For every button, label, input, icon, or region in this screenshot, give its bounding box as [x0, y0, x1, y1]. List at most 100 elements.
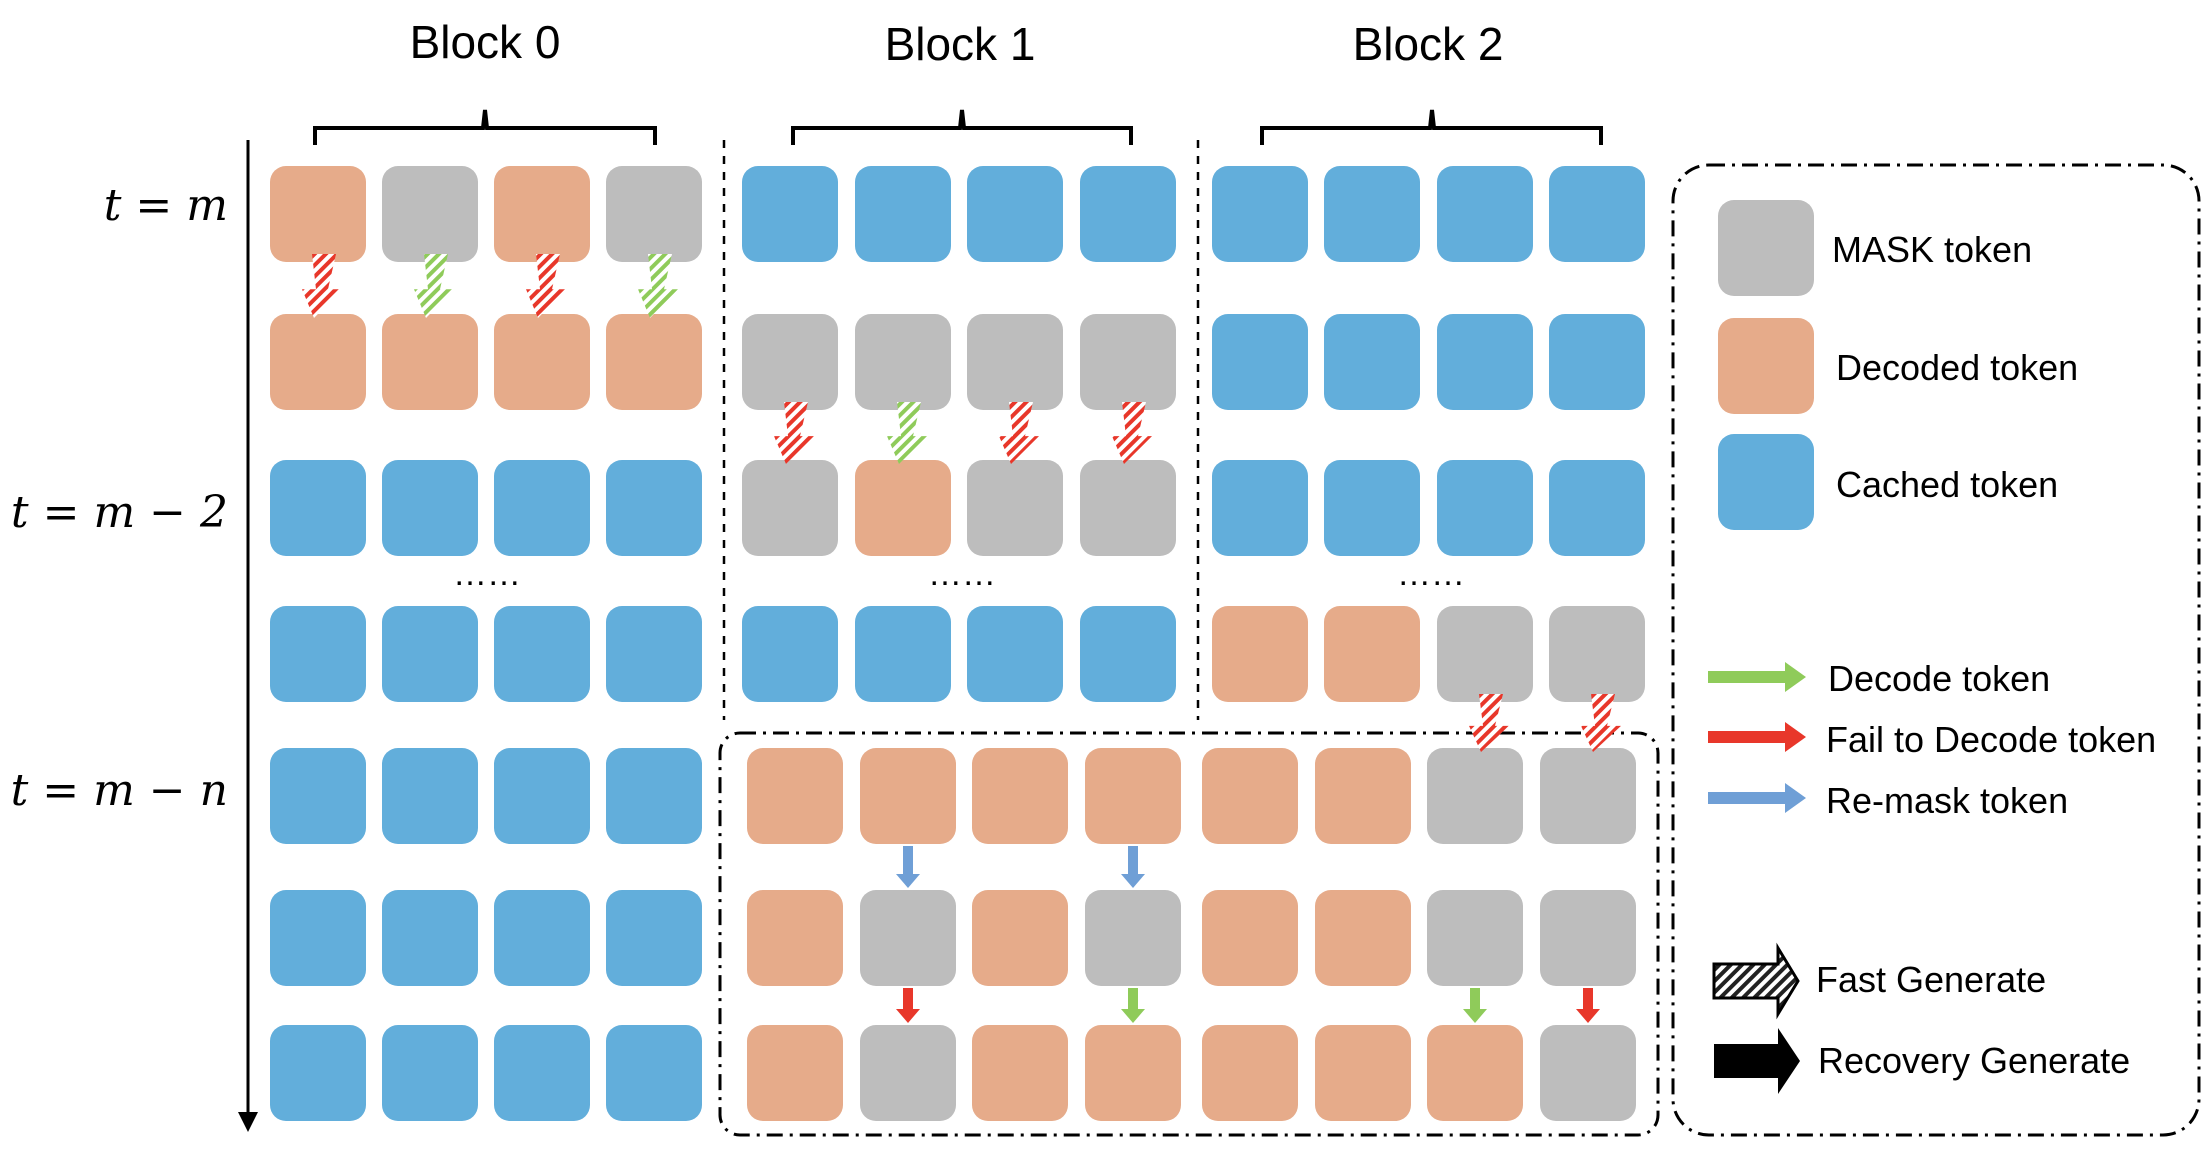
decoded-token-cell — [606, 314, 702, 410]
decoded-token-cell — [1427, 1025, 1523, 1121]
cached-token-cell — [494, 748, 590, 844]
cached-token-cell — [382, 1025, 478, 1121]
time-label-m-minus-2: t = m − 2 — [11, 487, 228, 538]
cached-token-cell — [382, 748, 478, 844]
cached-token-cell — [1080, 166, 1176, 262]
fast-generate-arrow — [526, 254, 566, 318]
decoded-token-cell — [1085, 748, 1181, 844]
decoded-token-cell — [747, 1025, 843, 1121]
cached-token-cell — [1212, 460, 1308, 556]
decoded-token-cell — [494, 166, 590, 262]
fast-generate-arrow — [302, 254, 342, 318]
cached-token-cell — [494, 890, 590, 986]
arrow-layer — [302, 254, 1621, 1023]
cached-token-cell — [270, 606, 366, 702]
legend-label-decoded: Decoded token — [1836, 347, 2078, 388]
legend-label-fast-generate: Fast Generate — [1816, 959, 2046, 1000]
legend-box — [1671, 163, 2201, 1137]
fail-arrow — [1576, 988, 1600, 1023]
decoded-token-cell — [972, 1025, 1068, 1121]
decode-arrow — [1463, 988, 1487, 1023]
cached-token-cell — [967, 606, 1063, 702]
block-0-brace — [313, 109, 657, 145]
cached-token-cell — [1324, 314, 1420, 410]
time-label-m-minus-n: t = m − n — [11, 765, 228, 816]
fast-generate-arrow — [774, 402, 814, 464]
cached-token-cell — [1212, 314, 1308, 410]
token-grid — [270, 166, 1645, 1121]
decoded-token-cell — [382, 314, 478, 410]
mask-token-cell — [967, 314, 1063, 410]
cached-token-cell — [606, 460, 702, 556]
decoded-token-cell — [855, 460, 951, 556]
decoded-token-cell — [270, 166, 366, 262]
cached-token-cell — [270, 1025, 366, 1121]
cached-token-cell — [855, 166, 951, 262]
mask-token-cell — [1540, 748, 1636, 844]
time-label-m: t = m — [104, 180, 228, 231]
fail-arrow — [896, 988, 920, 1023]
cached-token-cell — [855, 606, 951, 702]
mask-token-cell — [1427, 890, 1523, 986]
decoded-token-cell — [270, 314, 366, 410]
legend-swatch-cached — [1718, 434, 1814, 530]
ellipsis-block-2: …… — [1397, 555, 1465, 593]
block-1-title: Block 1 — [885, 18, 1036, 70]
decoded-token-cell — [1324, 606, 1420, 702]
decoded-token-cell — [1315, 1025, 1411, 1121]
cached-token-cell — [1549, 314, 1645, 410]
cached-token-cell — [494, 606, 590, 702]
mask-token-cell — [967, 460, 1063, 556]
cached-token-cell — [1549, 460, 1645, 556]
cached-token-cell — [1212, 166, 1308, 262]
legend-swatch-mask — [1718, 200, 1814, 296]
legend-label-fail: Fail to Decode token — [1826, 719, 2156, 760]
time-axis-arrowhead — [238, 1112, 258, 1132]
decode-arrow — [1121, 988, 1145, 1023]
ellipsis-block-0: …… — [453, 555, 521, 593]
fast-generate-arrow — [1469, 694, 1509, 752]
mask-token-cell — [606, 166, 702, 262]
cached-token-cell — [967, 166, 1063, 262]
decoded-token-cell — [747, 890, 843, 986]
cached-token-cell — [270, 890, 366, 986]
cached-token-cell — [606, 606, 702, 702]
decoded-token-cell — [1315, 748, 1411, 844]
legend-label-cached: Cached token — [1836, 464, 2058, 505]
decoded-token-cell — [1202, 748, 1298, 844]
mask-token-cell — [855, 314, 951, 410]
legend-label-decode: Decode token — [1828, 658, 2050, 699]
fast-generate-arrow — [887, 402, 927, 464]
cached-token-cell — [494, 1025, 590, 1121]
remask-arrow — [1121, 846, 1145, 888]
legend-label-remask: Re-mask token — [1826, 780, 2068, 821]
mask-token-cell — [742, 314, 838, 410]
mask-token-cell — [742, 460, 838, 556]
fast-generate-arrow — [999, 402, 1039, 464]
cached-token-cell — [606, 748, 702, 844]
cached-token-cell — [1324, 460, 1420, 556]
cached-token-cell — [742, 166, 838, 262]
legend-swatch-decoded — [1718, 318, 1814, 414]
legend-label-recovery-generate: Recovery Generate — [1818, 1040, 2130, 1081]
mask-token-cell — [1085, 890, 1181, 986]
mask-token-cell — [860, 890, 956, 986]
decoded-token-cell — [747, 748, 843, 844]
legend-remask-arrow-icon — [1708, 783, 1806, 813]
cached-token-cell — [1437, 314, 1533, 410]
mask-token-cell — [382, 166, 478, 262]
decoded-token-cell — [972, 890, 1068, 986]
cached-token-cell — [1437, 166, 1533, 262]
cached-token-cell — [1437, 460, 1533, 556]
cached-token-cell — [382, 460, 478, 556]
decoded-token-cell — [1202, 1025, 1298, 1121]
fast-generate-arrow — [1581, 694, 1621, 752]
cached-token-cell — [606, 890, 702, 986]
decoded-token-cell — [1202, 890, 1298, 986]
cached-token-cell — [1324, 166, 1420, 262]
mask-token-cell — [1540, 1025, 1636, 1121]
block-0-title: Block 0 — [410, 16, 561, 68]
remask-arrow — [896, 846, 920, 888]
mask-token-cell — [1549, 606, 1645, 702]
